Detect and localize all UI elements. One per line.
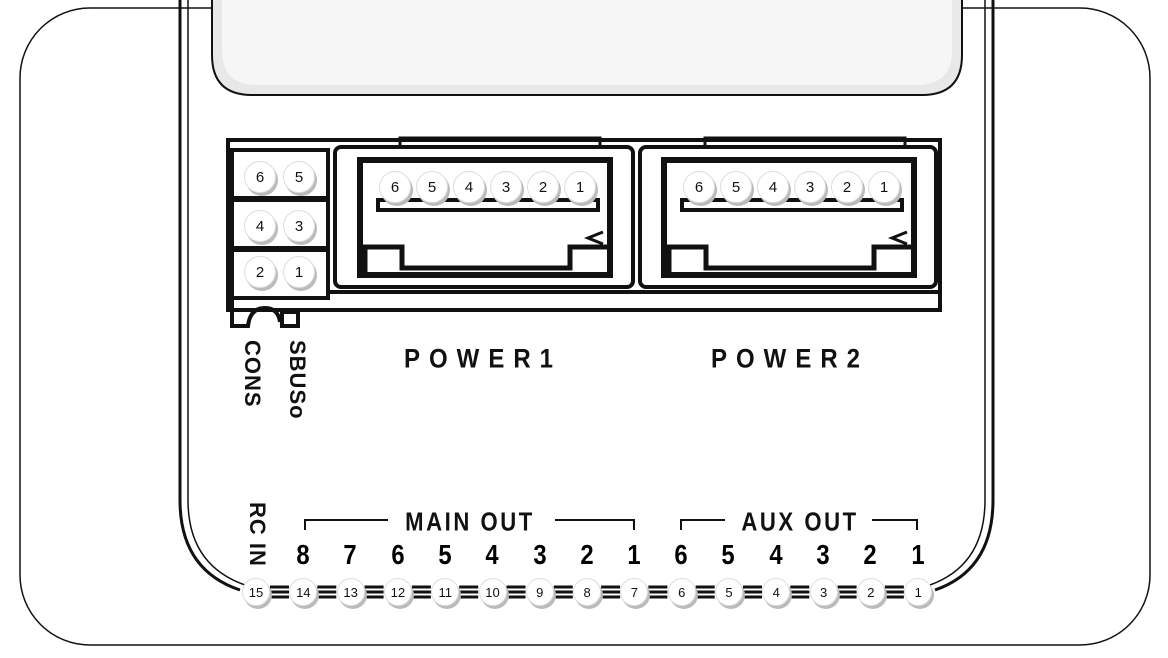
aux-out-channel: 1 xyxy=(910,539,925,570)
cons-pin: 5 xyxy=(283,161,315,193)
header-pin: 1 xyxy=(904,578,933,606)
power1-pin: 6 xyxy=(379,171,411,203)
cons-pin: 1 xyxy=(283,256,315,288)
main-out-label: MAIN OUT xyxy=(405,506,535,537)
main-out-channel: 7 xyxy=(343,539,357,570)
power2-pin: 1 xyxy=(868,171,900,203)
cons-pin: 3 xyxy=(283,210,315,242)
header-pin: 7 xyxy=(620,578,649,606)
power1-pin: 2 xyxy=(527,171,559,203)
cons-pin: 6 xyxy=(244,161,276,193)
header-pin: 8 xyxy=(573,578,602,606)
header-pin: 14 xyxy=(289,578,318,606)
aux-out-channel: 2 xyxy=(863,539,877,570)
power2-pin: 5 xyxy=(720,171,752,203)
main-out-channel: 3 xyxy=(532,539,547,570)
header-pin: 9 xyxy=(525,578,554,606)
main-out-channel: 5 xyxy=(438,539,452,570)
main-out-channel: 4 xyxy=(485,539,499,570)
cons-label: CONS xyxy=(240,340,265,408)
header-pin: 15 xyxy=(242,578,270,606)
power1-pin: 3 xyxy=(490,171,522,203)
power1-pin: 5 xyxy=(416,171,448,203)
power1-label: POWER1 xyxy=(403,344,563,375)
power1-pin: 4 xyxy=(453,171,485,203)
rc-in-label: RC IN xyxy=(245,502,270,567)
power1-pin: 1 xyxy=(564,171,596,203)
header-pin: 3 xyxy=(809,578,838,606)
sbus-label: SBUSo xyxy=(285,340,310,420)
power2-pin: 3 xyxy=(794,171,826,203)
power2-label: POWER2 xyxy=(710,344,870,375)
cons-pin: 4 xyxy=(244,210,276,242)
aux-out-channel: 6 xyxy=(674,539,688,570)
main-out-channel: 2 xyxy=(580,539,594,570)
power2-pin: 2 xyxy=(831,171,863,203)
cons-pin: 2 xyxy=(244,256,276,288)
aux-out-channel: 3 xyxy=(816,539,830,570)
header-pin: 11 xyxy=(431,578,460,606)
header-pin: 6 xyxy=(667,578,696,606)
main-out-channel: 1 xyxy=(627,539,641,570)
aux-out-channel: 4 xyxy=(768,539,783,570)
aux-out-channel: 5 xyxy=(721,539,735,570)
power2-pin: 4 xyxy=(757,171,789,203)
header-pin: 2 xyxy=(856,578,885,606)
header-pin: 12 xyxy=(383,578,412,606)
header-pin: 10 xyxy=(478,578,507,606)
main-out-channel: 6 xyxy=(390,539,405,570)
header-pin: 4 xyxy=(762,578,791,606)
header-pin: 13 xyxy=(336,578,365,606)
power2-pin: 6 xyxy=(683,171,715,203)
aux-out-label: AUX OUT xyxy=(741,506,859,537)
header-pin: 5 xyxy=(715,578,743,606)
main-out-channel: 8 xyxy=(296,539,310,570)
